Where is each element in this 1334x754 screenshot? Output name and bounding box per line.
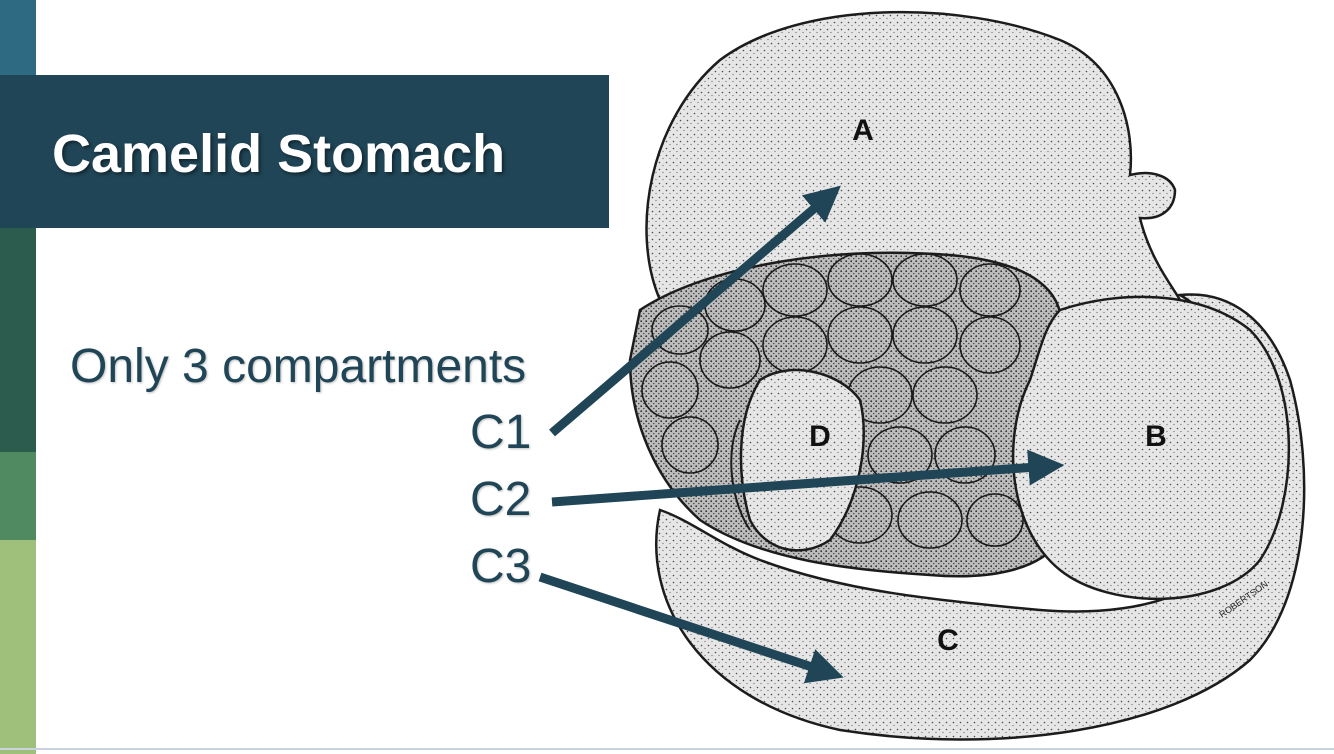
compartment-label-c1: C1 bbox=[470, 405, 531, 461]
bottom-divider bbox=[0, 748, 1334, 750]
label-b: B bbox=[1145, 420, 1167, 453]
label-d: D bbox=[809, 420, 831, 453]
compartment-label-c3: C3 bbox=[470, 539, 531, 595]
label-a: A bbox=[852, 114, 874, 147]
slide-subtitle: Only 3 compartments bbox=[70, 338, 526, 396]
slide-title: Camelid Stomach bbox=[52, 122, 505, 186]
compartment-label-c2: C2 bbox=[470, 472, 531, 528]
label-c: C bbox=[937, 624, 959, 657]
